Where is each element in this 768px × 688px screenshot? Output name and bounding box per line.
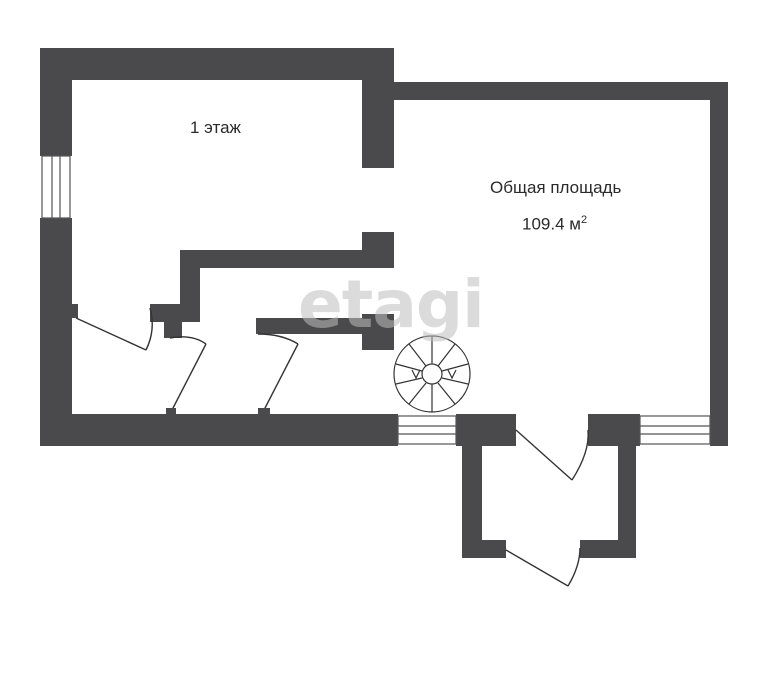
partition-upper bbox=[180, 250, 370, 268]
window-bottom-mid bbox=[397, 415, 457, 445]
vestibule-bottom-left bbox=[462, 540, 506, 558]
windows bbox=[41, 155, 711, 445]
partition-left-stub bbox=[66, 304, 78, 318]
total-area-number: 109.4 м bbox=[522, 214, 581, 234]
wall-left-lower bbox=[40, 218, 72, 446]
vestibule-left bbox=[462, 440, 482, 558]
total-area-value: 109.4 м2 bbox=[522, 214, 587, 235]
wall-right bbox=[710, 82, 728, 446]
partition-stub bbox=[164, 318, 182, 338]
wall-top-left bbox=[40, 48, 394, 80]
wall-top-right bbox=[362, 82, 728, 100]
walls bbox=[40, 48, 728, 558]
partition-corner bbox=[150, 304, 200, 322]
window-bottom-right bbox=[639, 415, 711, 445]
wall-left-upper bbox=[40, 48, 72, 156]
wall-bottom-left bbox=[40, 414, 398, 446]
wall-divider-top bbox=[362, 48, 394, 168]
partition-lower bbox=[256, 318, 370, 334]
doors bbox=[75, 307, 589, 587]
floor-label: 1 этаж bbox=[190, 118, 241, 137]
partition-upper-vert bbox=[180, 250, 200, 304]
total-area-title: Общая площадь bbox=[490, 178, 622, 197]
total-area-unit-exponent: 2 bbox=[580, 214, 588, 226]
vestibule-right bbox=[618, 440, 636, 558]
spiral-stair bbox=[393, 335, 471, 413]
window-left bbox=[41, 155, 71, 219]
watermark: etagi bbox=[298, 266, 485, 343]
